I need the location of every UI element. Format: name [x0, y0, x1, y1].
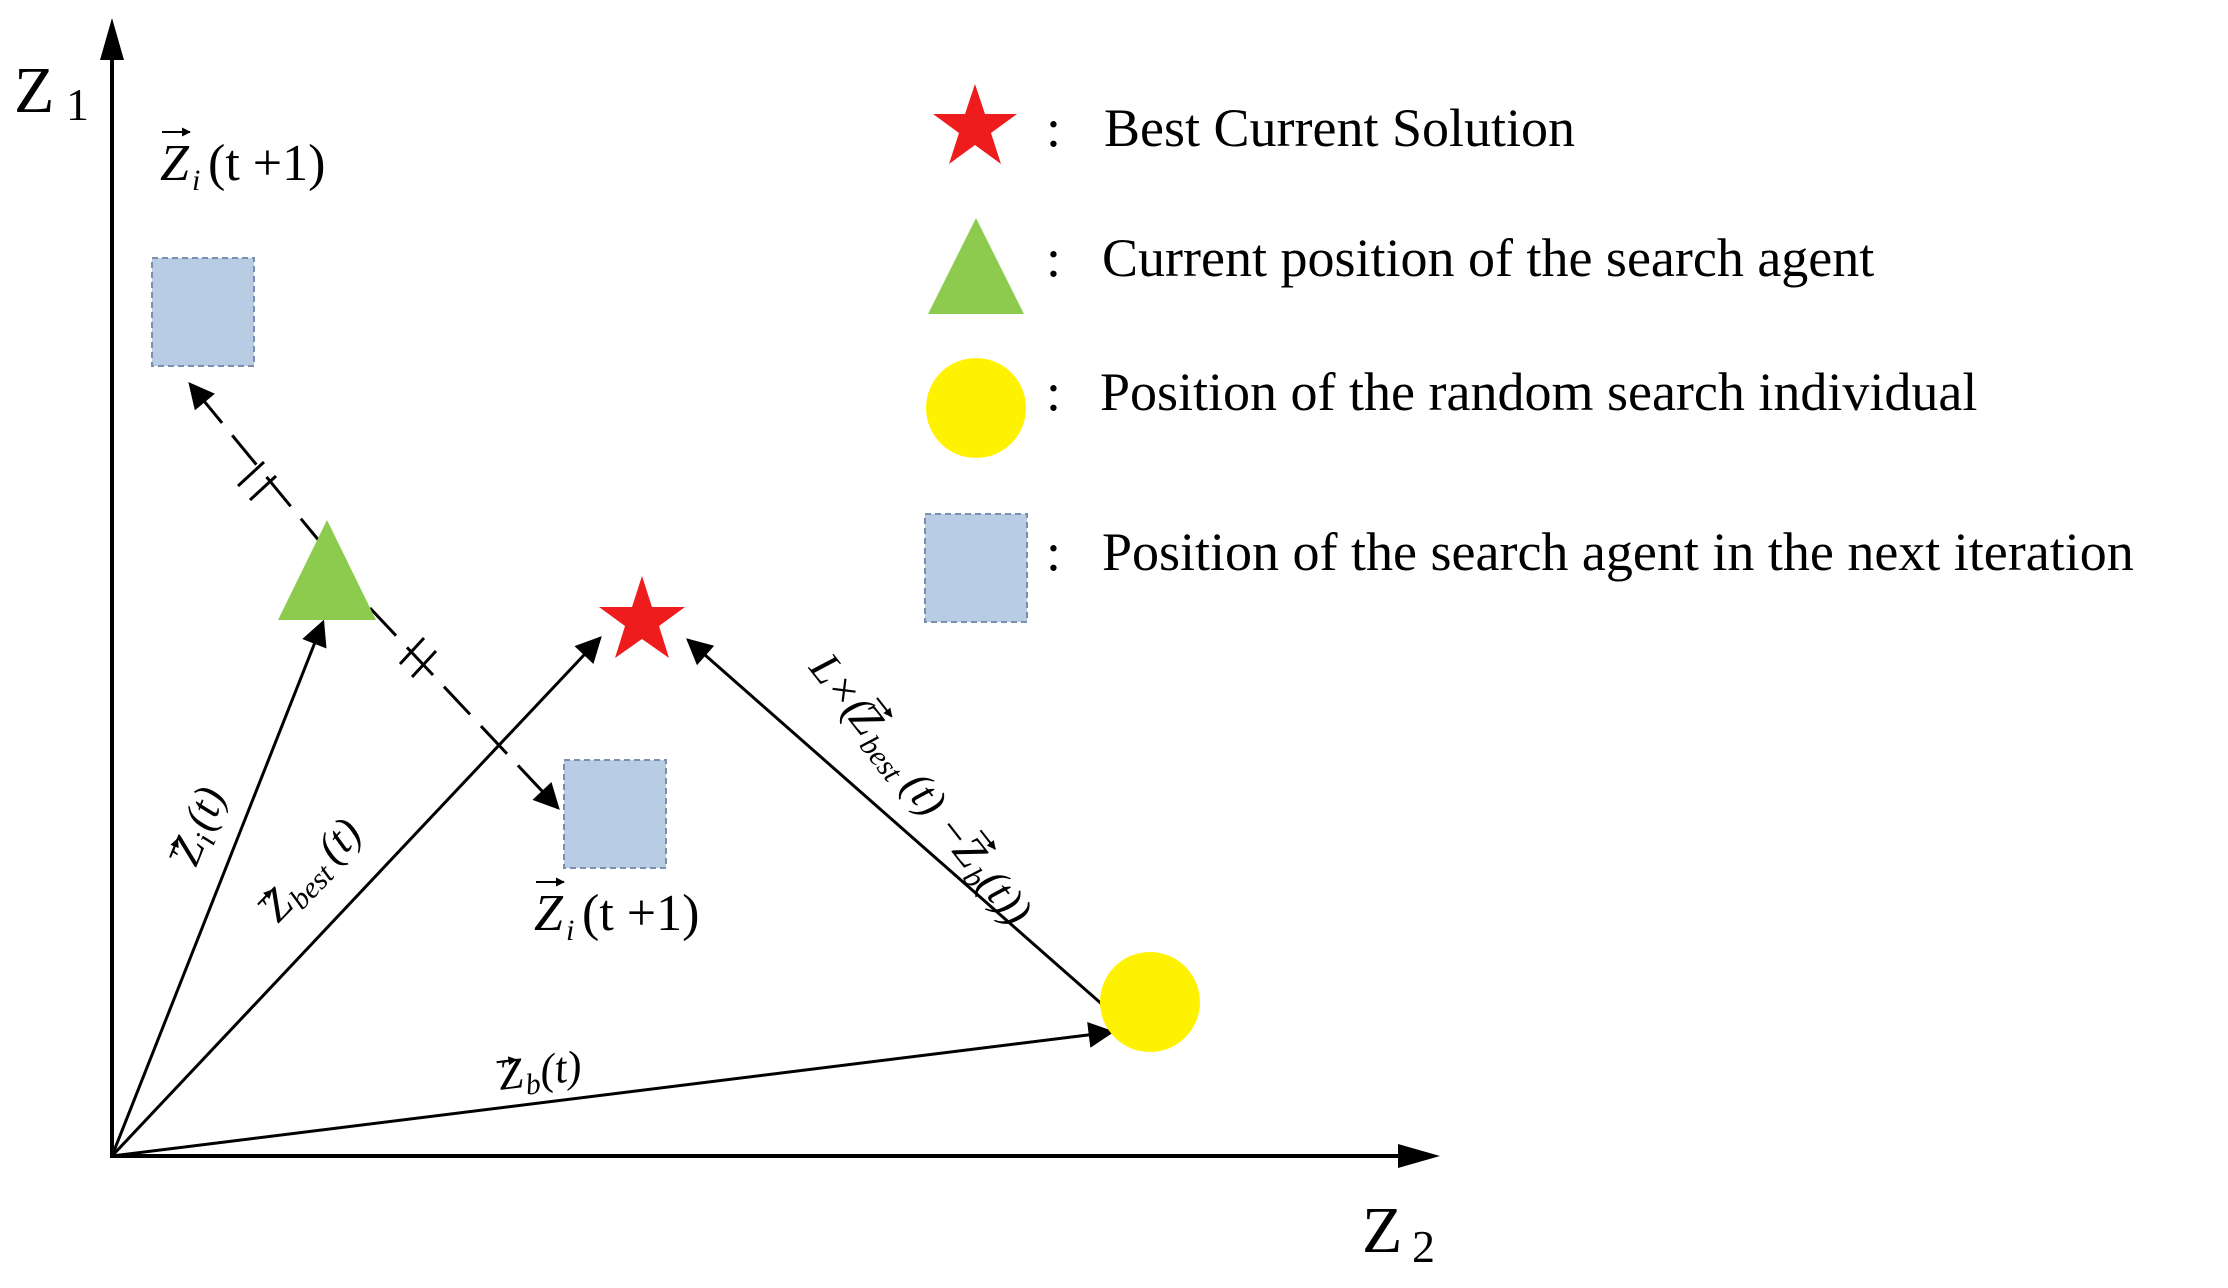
- legend-square-icon: [924, 513, 1028, 623]
- best-solution-star: [599, 576, 685, 658]
- x-axis-arrowhead: [1398, 1144, 1440, 1168]
- vector-zbest-t: [110, 636, 602, 1158]
- y-axis-arrowhead: [100, 18, 124, 60]
- svg-text:(t): (t): [537, 1041, 584, 1095]
- zb-t-label: Z b (t): [495, 1041, 584, 1102]
- svg-text:(t +1): (t +1): [582, 885, 699, 942]
- tick-mark: [398, 636, 426, 666]
- next-position-square-bottom: [563, 759, 667, 869]
- tick-mark: [236, 460, 266, 488]
- vectors: [110, 619, 1115, 1158]
- vector-diff: [686, 638, 1105, 1008]
- legend-label-triangle: Current position of the search agent: [1102, 228, 1874, 288]
- current-position-triangle: [278, 520, 376, 620]
- legend-label-circle: Position of the random search individual: [1100, 362, 1977, 422]
- y-axis-label: Z: [14, 54, 54, 127]
- x-axis-label: Z: [1362, 1194, 1402, 1267]
- x-axis-subscript: 2: [1412, 1221, 1435, 1272]
- random-individual-circle: [1100, 952, 1200, 1052]
- legend-separator: :: [1046, 522, 1061, 582]
- diff-label: L×( Z best (t) − Z b (t)): [800, 643, 1043, 934]
- legend-separator: :: [1046, 228, 1061, 288]
- dashed-paths: [188, 381, 560, 810]
- svg-text:b: b: [524, 1067, 543, 1102]
- legend-star-icon: [933, 84, 1017, 164]
- svg-text:Z: Z: [495, 1048, 526, 1100]
- zi-t1-bottom-label: Z i (t +1): [534, 877, 699, 947]
- next-position-square-top: [151, 257, 255, 367]
- svg-text:Z: Z: [160, 135, 190, 192]
- legend-label-star: Best Current Solution: [1104, 98, 1575, 158]
- legend-circle-icon: [926, 358, 1026, 458]
- svg-text:Z: Z: [534, 885, 564, 942]
- legend-triangle-icon: [928, 218, 1024, 314]
- svg-text:(t +1): (t +1): [208, 135, 325, 192]
- plot-shapes: [151, 257, 1200, 1052]
- svg-text:i: i: [192, 164, 200, 197]
- vector-zb-t: [111, 1021, 1115, 1158]
- axes: [100, 18, 1440, 1168]
- zbest-t-label: Z best (t): [250, 808, 371, 931]
- legend: : Best Current Solution : Current positi…: [924, 84, 2134, 623]
- dashed-path-up: [188, 381, 327, 549]
- y-axis-subscript: 1: [66, 79, 89, 130]
- legend-separator: :: [1046, 98, 1061, 158]
- legend-label-square: Position of the search agent in the next…: [1102, 522, 2134, 582]
- zi-t1-top-label: Z i (t +1): [160, 127, 325, 197]
- tick-mark: [410, 649, 438, 679]
- svg-text:i: i: [566, 914, 574, 947]
- legend-separator: :: [1046, 362, 1061, 422]
- svg-text:(t): (t): [174, 780, 235, 837]
- tick-mark: [248, 474, 278, 502]
- vector-zi-t: [110, 619, 327, 1157]
- dashed-path-down: [368, 606, 560, 810]
